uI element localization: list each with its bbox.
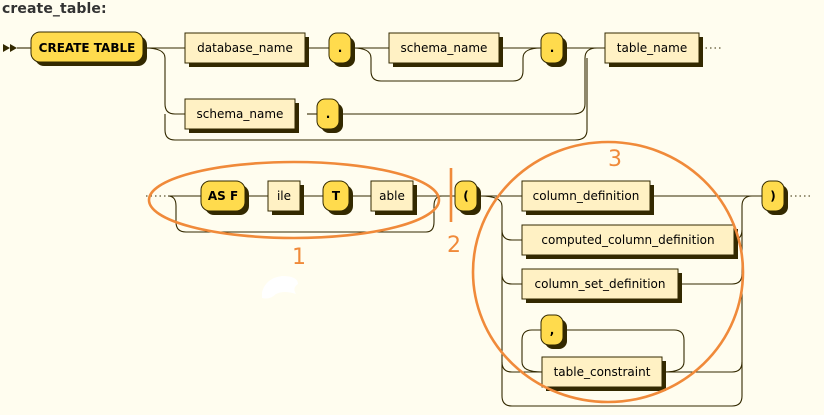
node-table-constraint: table_constraint	[541, 356, 666, 391]
annotation-number-2: 2	[447, 233, 461, 258]
node-computed-column-definition: computed_column_definition	[521, 224, 738, 259]
node-schema-name-2: schema_name	[184, 98, 299, 133]
rail-lines-row1	[3, 44, 722, 141]
node-ile: ile	[267, 180, 304, 215]
node-column-set-definition: column_set_definition	[521, 268, 682, 303]
node-dot-2: .	[540, 32, 567, 67]
node-table-name: table_name	[604, 32, 703, 67]
node-able: able	[370, 180, 417, 215]
node-dot-1-label: .	[338, 41, 343, 55]
node-close-paren: )	[761, 180, 788, 215]
node-t: T	[322, 180, 353, 215]
node-create-table: CREATE TABLE	[30, 31, 147, 66]
node-database-name-label: database_name	[197, 41, 293, 55]
node-schema-name-1-label: schema_name	[401, 41, 488, 55]
node-dot-3-label: .	[326, 107, 331, 121]
node-as-f: AS F	[200, 180, 249, 215]
node-create-table-label: CREATE TABLE	[39, 41, 136, 55]
node-schema-name-1: schema_name	[388, 32, 503, 67]
node-column-set-definition-label: column_set_definition	[535, 277, 666, 291]
node-column-definition: column_definition	[521, 180, 654, 215]
annotation-number-3: 3	[608, 147, 622, 172]
node-dot-2-label: .	[550, 41, 555, 55]
node-comma-label: ,	[550, 323, 555, 337]
node-table-constraint-label: table_constraint	[554, 365, 651, 379]
diagram-title: create_table:	[2, 1, 107, 17]
node-open-paren-label: (	[463, 189, 468, 203]
node-able-label: able	[379, 189, 405, 203]
node-dot-1: .	[328, 32, 355, 67]
white-blot-icon	[262, 276, 298, 299]
node-table-name-label: table_name	[617, 41, 687, 55]
node-dot-3: .	[316, 98, 343, 133]
node-t-label: T	[332, 189, 341, 203]
rail-lines-row2	[146, 195, 810, 407]
node-as-f-label: AS F	[208, 189, 238, 203]
node-database-name: database_name	[184, 32, 309, 67]
node-close-paren-label: )	[770, 189, 775, 203]
node-schema-name-2-label: schema_name	[197, 107, 284, 121]
annotation-number-1: 1	[292, 245, 306, 270]
node-ile-label: ile	[277, 189, 291, 203]
node-computed-column-definition-label: computed_column_definition	[541, 233, 714, 247]
node-column-definition-label: column_definition	[533, 189, 640, 203]
node-open-paren: (	[454, 180, 481, 215]
node-comma: ,	[540, 314, 567, 349]
annotation-ellipse-1	[147, 160, 441, 240]
annotation-circle-3	[471, 140, 745, 404]
